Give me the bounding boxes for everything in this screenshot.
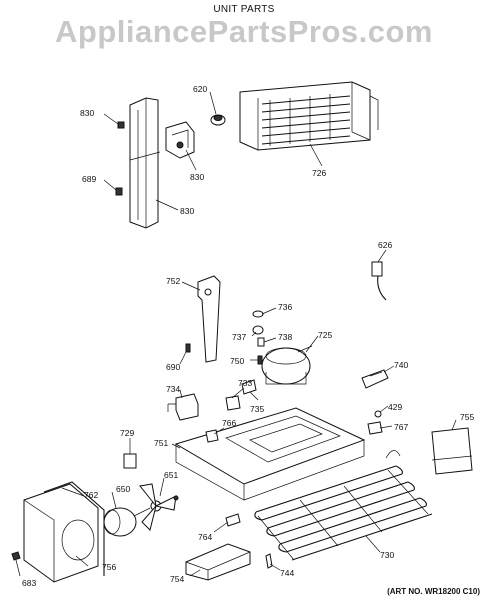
callout-734[interactable]: 734: [166, 384, 180, 394]
callout-762[interactable]: 762: [84, 490, 98, 500]
callout-735[interactable]: 735: [250, 404, 264, 414]
drain-pan-754[interactable]: [185, 543, 251, 581]
gasket-762[interactable]: [43, 481, 105, 576]
clip-766[interactable]: [205, 429, 219, 443]
callout-830[interactable]: 830: [190, 172, 204, 182]
callout-733[interactable]: 733: [238, 378, 252, 388]
evaporator-coil[interactable]: [239, 81, 379, 151]
coil-grommet-620[interactable]: [210, 114, 226, 126]
callout-740[interactable]: 740: [394, 360, 408, 370]
callout-730[interactable]: 730: [380, 550, 394, 560]
leader-lines: [15, 91, 457, 577]
grommet-737[interactable]: [252, 325, 264, 335]
callout-650[interactable]: 650: [116, 484, 130, 494]
callout-690[interactable]: 690: [166, 362, 180, 372]
callout-620[interactable]: 620: [193, 84, 207, 94]
power-cord-626[interactable]: [371, 261, 387, 301]
cover-735[interactable]: [241, 379, 257, 395]
callout-764[interactable]: 764: [198, 532, 212, 542]
callout-626[interactable]: 626: [378, 240, 392, 250]
callout-labels: 830 620 830 689 830 726 626 752 736 737 …: [22, 84, 474, 588]
callout-767[interactable]: 767: [394, 422, 408, 432]
clip-764[interactable]: [225, 513, 241, 527]
bracket-755[interactable]: [431, 427, 473, 475]
callout-736[interactable]: 736: [278, 302, 292, 312]
callout-755[interactable]: 755: [460, 412, 474, 422]
screw-830[interactable]: [117, 121, 125, 129]
clip-740[interactable]: [361, 369, 389, 389]
clip-744[interactable]: [265, 553, 273, 569]
fan-blade-651[interactable]: [139, 483, 179, 531]
callout-752[interactable]: 752: [166, 276, 180, 286]
screw-429[interactable]: [374, 410, 382, 418]
callout-754[interactable]: 754: [170, 574, 184, 584]
callout-683[interactable]: 683: [22, 578, 36, 588]
callout-429[interactable]: 429: [388, 402, 402, 412]
bracket-clip[interactable]: [165, 121, 195, 159]
base-plate-751[interactable]: [174, 407, 366, 501]
callout-766[interactable]: 766: [222, 418, 236, 428]
callout-750[interactable]: 750: [230, 356, 244, 366]
sleeve-738[interactable]: [257, 337, 265, 347]
callout-689[interactable]: 689: [82, 174, 96, 184]
overload-733[interactable]: [225, 395, 241, 411]
art-number: (ART NO. WR18200 C10): [387, 587, 480, 596]
grommet-736[interactable]: [252, 310, 264, 318]
compressor-725[interactable]: [261, 345, 313, 385]
relay-734[interactable]: [167, 393, 199, 421]
callout-830[interactable]: 830: [80, 108, 94, 118]
diagram-title: UNIT PARTS: [213, 4, 275, 15]
screw-689[interactable]: [115, 187, 123, 196]
watermark-logo: AppliancePartsPros.com: [55, 14, 433, 49]
cap-729[interactable]: [123, 453, 137, 469]
callout-756[interactable]: 756: [102, 562, 116, 572]
callout-744[interactable]: 744: [280, 568, 294, 578]
mounting-strap-752[interactable]: [197, 275, 221, 363]
callout-725[interactable]: 725: [318, 330, 332, 340]
callout-737[interactable]: 737: [232, 332, 246, 342]
condenser-730[interactable]: [254, 450, 433, 561]
clamp-767[interactable]: [367, 421, 383, 435]
evaporator-bracket[interactable]: [129, 97, 161, 229]
screw-683[interactable]: [11, 551, 21, 561]
pin-750[interactable]: [257, 355, 263, 365]
screw-690[interactable]: [185, 343, 191, 353]
callout-751[interactable]: 751: [154, 438, 168, 448]
callout-651[interactable]: 651: [164, 470, 178, 480]
callout-738[interactable]: 738: [278, 332, 292, 342]
callout-726[interactable]: 726: [312, 168, 326, 178]
fan-shroud-756[interactable]: [23, 483, 99, 583]
callout-729[interactable]: 729: [120, 428, 134, 438]
callout-830[interactable]: 830: [180, 206, 194, 216]
